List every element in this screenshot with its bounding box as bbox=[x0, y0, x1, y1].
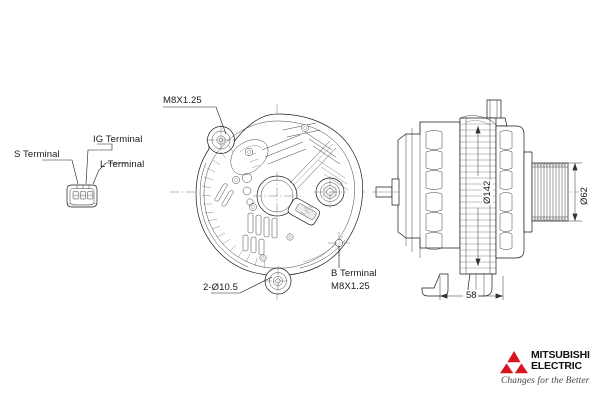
label-l-terminal: L Terminal bbox=[100, 159, 145, 170]
dimension-lines bbox=[439, 125, 582, 300]
front-view-leaders bbox=[163, 106, 340, 294]
label-top-thread-m8: M8X1.25 bbox=[163, 95, 202, 106]
mitsubishi-three-diamond-icon bbox=[500, 351, 528, 374]
dimension-body-diameter: Ø142 bbox=[482, 179, 493, 205]
label-s-terminal: S Terminal bbox=[14, 149, 60, 160]
label-mount-holes: 2-Ø10.5 bbox=[203, 282, 239, 293]
side-view-graphic bbox=[372, 99, 580, 297]
label-b-terminal: B Terminal bbox=[331, 268, 377, 279]
label-b-terminal-thread: M8X1.25 bbox=[331, 281, 370, 292]
dimension-pulley-diameter: Ø62 bbox=[579, 186, 590, 206]
brand-name-line1: MITSUBISHI bbox=[531, 349, 590, 361]
dimension-body-width: 58 bbox=[465, 290, 478, 301]
brand-tagline: Changes for the Better bbox=[501, 376, 590, 386]
connector-detail-graphic bbox=[42, 143, 128, 208]
brand-wordmark: MITSUBISHI ELECTRIC bbox=[531, 350, 590, 372]
brand-name-line2: ELECTRIC bbox=[531, 360, 582, 372]
label-ig-terminal: IG Terminal bbox=[93, 134, 143, 145]
mitsubishi-electric-logo: MITSUBISHI ELECTRIC Changes for the Bett… bbox=[500, 348, 596, 390]
front-view-graphic bbox=[170, 104, 365, 300]
front-view-connector-socket bbox=[287, 197, 321, 226]
